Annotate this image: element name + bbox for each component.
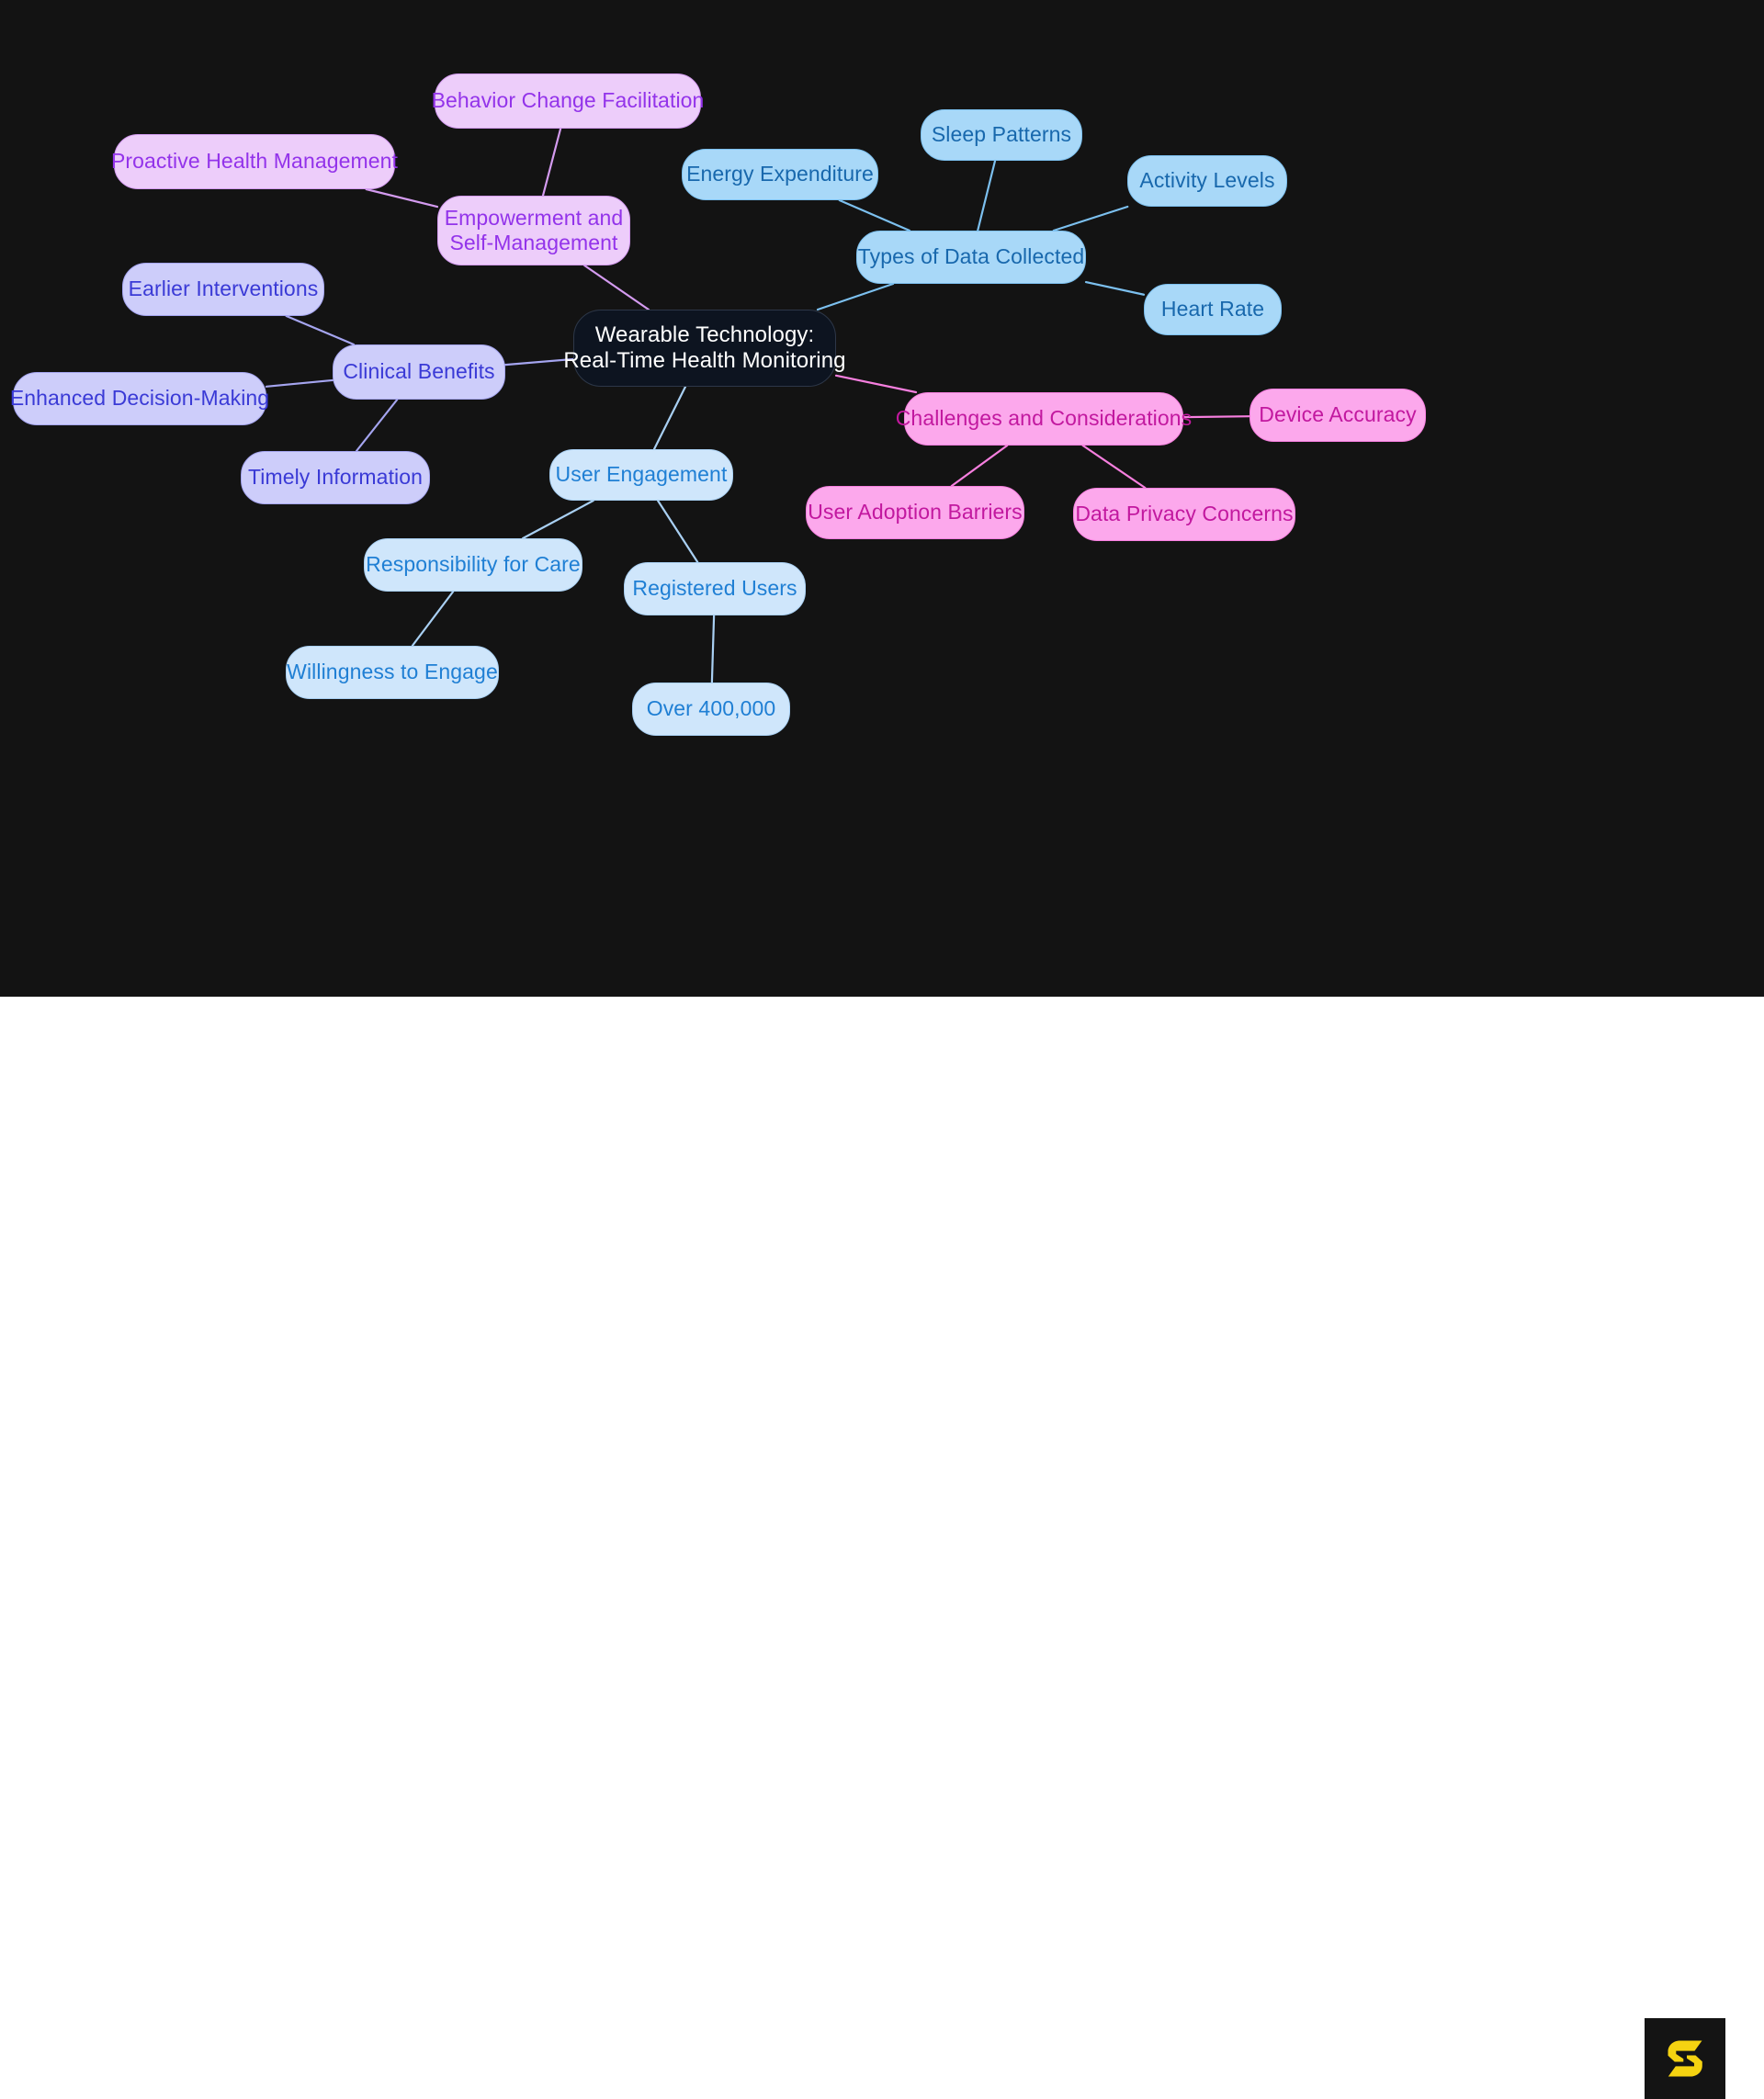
node-label: Device Accuracy [1259, 402, 1417, 427]
node-label: Challenges and Considerations [895, 406, 1193, 431]
node-label: User Adoption Barriers [808, 500, 1023, 525]
node-label: Empowerment and Self-Management [444, 205, 624, 254]
mindmap-node-device-accuracy[interactable]: Device Accuracy [1250, 389, 1426, 442]
mindmap-node-timely-information[interactable]: Timely Information [241, 451, 430, 504]
footer-bar [0, 997, 1764, 2099]
node-label: Timely Information [247, 465, 424, 490]
mindmap-canvas: Wearable Technology: Real-Time Health Mo… [0, 0, 1764, 997]
edge-types-of-data-to-sleep-patterns [977, 159, 997, 232]
mindmap-node-energy-expenditure[interactable]: Energy Expenditure [682, 149, 878, 200]
node-label: Earlier Interventions [128, 276, 319, 301]
mindmap-node-earlier-interventions[interactable]: Earlier Interventions [122, 263, 324, 316]
brand-logo [1645, 2018, 1725, 2099]
node-label: Proactive Health Management [110, 149, 399, 174]
node-label: Behavior Change Facilitation [431, 88, 705, 113]
node-label: Clinical Benefits [343, 359, 495, 384]
node-label: Responsibility for Care [366, 552, 581, 577]
edge-user-engagement-to-responsibility-for-care [522, 499, 594, 540]
mindmap-node-proactive-health[interactable]: Proactive Health Management [110, 134, 399, 189]
edge-root-to-challenges [834, 374, 918, 394]
mindmap-node-root[interactable]: Wearable Technology: Real-Time Health Mo… [563, 310, 846, 387]
edge-clinical-benefits-to-enhanced-decision [265, 378, 334, 388]
mindmap-node-willingness-to-engage[interactable]: Willingness to Engage [286, 646, 499, 699]
mindmap-node-activity-levels[interactable]: Activity Levels [1127, 155, 1287, 207]
mindmap-node-heart-rate[interactable]: Heart Rate [1144, 284, 1282, 335]
edge-empowerment-to-behavior-change [541, 127, 562, 197]
edge-types-of-data-to-energy-expenditure [838, 198, 911, 232]
edge-root-to-types-of-data [816, 282, 895, 311]
node-label: Data Privacy Concerns [1075, 502, 1294, 526]
mindmap-node-clinical-benefits[interactable]: Clinical Benefits [333, 344, 505, 400]
node-label: Over 400,000 [646, 696, 776, 721]
mindmap-node-user-engagement[interactable]: User Engagement [549, 449, 733, 501]
edge-user-engagement-to-registered-users [656, 499, 699, 564]
mindmap-node-registered-users[interactable]: Registered Users [624, 562, 806, 615]
edge-root-to-empowerment [583, 264, 650, 311]
edge-types-of-data-to-heart-rate [1084, 280, 1146, 296]
node-label: Heart Rate [1160, 297, 1265, 322]
mindmap-node-data-privacy-concerns[interactable]: Data Privacy Concerns [1073, 488, 1295, 541]
edge-clinical-benefits-to-earlier-interventions [285, 314, 356, 346]
node-label: Registered Users [632, 576, 797, 601]
node-label: Energy Expenditure [686, 162, 874, 186]
edge-registered-users-to-over-400000 [710, 614, 716, 684]
edge-root-to-user-engagement [652, 385, 687, 451]
mindmap-node-types-of-data[interactable]: Types of Data Collected [856, 231, 1086, 284]
mindmap-node-over-400000[interactable]: Over 400,000 [632, 683, 790, 736]
edge-challenges-to-device-accuracy [1182, 415, 1251, 419]
node-label: Sleep Patterns [931, 122, 1072, 147]
mindmap-node-behavior-change[interactable]: Behavior Change Facilitation [432, 73, 704, 129]
mindmap-node-sleep-patterns[interactable]: Sleep Patterns [921, 109, 1082, 161]
node-label: Willingness to Engage [287, 660, 498, 684]
node-label: Types of Data Collected [857, 244, 1085, 269]
node-label: Activity Levels [1139, 168, 1275, 193]
mindmap-node-enhanced-decision[interactable]: Enhanced Decision-Making [9, 372, 270, 425]
edge-empowerment-to-proactive-health [365, 187, 439, 209]
node-label: User Engagement [555, 462, 728, 487]
edge-challenges-to-user-adoption-barriers [950, 444, 1009, 488]
mindmap-node-user-adoption-barriers[interactable]: User Adoption Barriers [806, 486, 1024, 539]
edge-responsibility-for-care-to-willingness-to-engage [411, 590, 455, 648]
mindmap-node-empowerment[interactable]: Empowerment and Self-Management [437, 196, 630, 265]
mindmap-node-challenges[interactable]: Challenges and Considerations [896, 392, 1192, 446]
edge-types-of-data-to-activity-levels [1052, 205, 1129, 232]
node-label: Wearable Technology: Real-Time Health Mo… [563, 322, 846, 373]
edge-clinical-benefits-to-timely-information [355, 398, 399, 453]
s-logo-icon [1668, 2040, 1702, 2077]
node-label: Enhanced Decision-Making [9, 386, 270, 411]
mindmap-node-responsibility-for-care[interactable]: Responsibility for Care [364, 538, 582, 592]
edge-challenges-to-data-privacy-concerns [1081, 444, 1147, 490]
